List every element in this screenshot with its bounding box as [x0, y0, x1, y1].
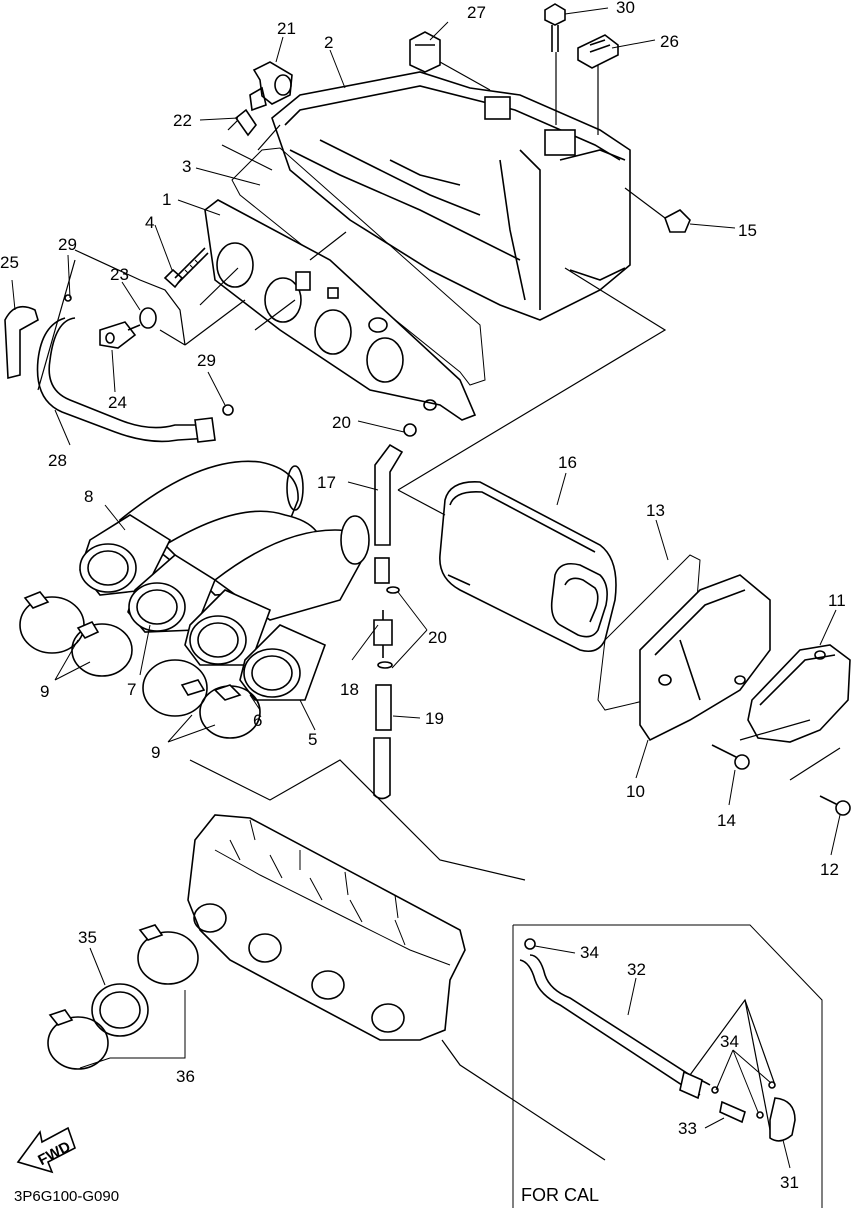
label-34-right: 34 — [720, 1032, 739, 1051]
label-10: 10 — [626, 782, 645, 801]
part-labels: 21 2 27 30 26 22 3 1 15 4 29 25 23 29 24… — [0, 0, 846, 1192]
label-12: 12 — [820, 860, 839, 879]
air-filter-element — [439, 481, 617, 653]
label-29-upper: 29 — [58, 235, 77, 254]
cover-11 — [747, 644, 851, 743]
fitting-21 — [249, 61, 293, 112]
label-23: 23 — [110, 265, 129, 284]
label-26: 26 — [660, 32, 679, 51]
label-5: 5 — [308, 730, 317, 749]
cal-inset-box — [512, 924, 823, 1208]
label-28: 28 — [48, 451, 67, 470]
clip-20 — [403, 423, 417, 437]
label-33: 33 — [678, 1119, 697, 1138]
fwd-arrow: FWD — [16, 1126, 76, 1174]
air-filter-case — [271, 71, 631, 321]
label-18: 18 — [340, 680, 359, 699]
intake-ducts — [79, 460, 370, 701]
label-20-side: 20 — [428, 628, 447, 647]
breather-hose-28 — [36, 317, 216, 443]
label-4: 4 — [145, 213, 154, 232]
inset-caption: FOR CAL — [521, 1185, 599, 1205]
label-9-lower: 9 — [151, 743, 160, 762]
clamp-22 — [234, 108, 257, 137]
clamps-36 — [47, 924, 199, 1070]
label-24: 24 — [108, 393, 127, 412]
label-2: 2 — [324, 33, 333, 52]
label-36: 36 — [176, 1067, 195, 1086]
label-21: 21 — [277, 19, 296, 38]
label-25: 25 — [0, 253, 19, 272]
label-7: 7 — [127, 680, 136, 699]
nut-15 — [664, 209, 691, 233]
label-14: 14 — [717, 811, 736, 830]
label-20-top: 20 — [332, 413, 351, 432]
clip-29-lower — [222, 404, 234, 416]
label-19: 19 — [425, 709, 444, 728]
label-8: 8 — [84, 487, 93, 506]
screw-12 — [819, 795, 851, 816]
label-1: 1 — [162, 190, 171, 209]
clip-27 — [409, 31, 441, 73]
label-27: 27 — [467, 3, 486, 22]
diagram-code: 3P6G100-G090 — [14, 1188, 119, 1205]
label-32: 32 — [627, 960, 646, 979]
carburetor-assembly — [187, 814, 466, 1041]
label-15: 15 — [738, 221, 757, 240]
label-13: 13 — [646, 501, 665, 520]
joint-35 — [91, 983, 149, 1037]
label-35: 35 — [78, 928, 97, 947]
drain-hose-assembly — [373, 443, 404, 800]
label-11: 11 — [828, 591, 846, 610]
label-30: 30 — [616, 0, 635, 17]
cap-10 — [639, 574, 771, 742]
label-3: 3 — [182, 157, 191, 176]
screw-14 — [711, 744, 750, 770]
label-6: 6 — [253, 711, 262, 730]
label-16: 16 — [558, 453, 577, 472]
hose-25 — [4, 305, 39, 380]
label-9-upper: 9 — [40, 682, 49, 701]
leader-lines — [11, 7, 841, 1169]
joint-plate — [204, 199, 477, 421]
label-29-lower: 29 — [197, 351, 216, 370]
assembly-lines — [37, 52, 841, 1161]
grommet-26 — [577, 34, 619, 69]
label-17: 17 — [317, 473, 336, 492]
label-22: 22 — [173, 111, 192, 130]
bolt-4 — [163, 247, 209, 289]
label-34-top: 34 — [580, 943, 599, 962]
fitting-23-24 — [99, 307, 157, 349]
bolt-30 — [544, 3, 566, 52]
label-31: 31 — [780, 1173, 799, 1192]
